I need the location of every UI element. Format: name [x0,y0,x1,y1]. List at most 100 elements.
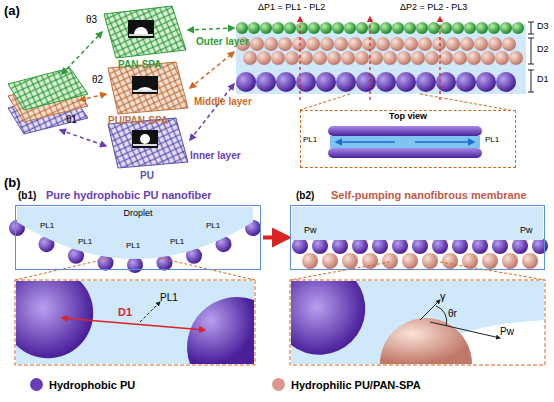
fiber-sphere [271,51,285,65]
fiber-sphere [272,22,284,34]
figure-label: (b) [4,176,21,190]
fiber-sphere [476,22,488,34]
fiber-sphere [472,238,488,254]
fiber-sphere [418,37,432,51]
fiber-sphere [522,253,538,269]
tension-arrow [420,300,440,320]
capillary-arrows [336,141,474,143]
fiber-sphere [402,253,418,269]
fiber-sphere [502,253,518,269]
fiber-sphere [376,72,396,92]
fiber-sphere [390,37,404,51]
figure-label: D3 [537,22,549,32]
fiber-sphere [356,72,376,92]
fiber-sphere [236,72,256,92]
figure-label: PL1 [206,222,220,231]
fiber-sphere [256,72,276,92]
fiber-sphere [332,22,344,34]
figure-label: PL1 [170,238,184,247]
fiber-sphere [440,22,452,34]
fiber-sphere [446,37,460,51]
fiber-sphere [404,22,416,34]
fiber-sphere [512,22,524,34]
zoom-leaders [15,258,545,280]
node-text: Droplet [16,209,260,219]
fiber-sphere [382,253,398,269]
node-text: Top view [301,112,515,122]
fiber-sphere [416,22,428,34]
fiber-sphere [492,238,508,254]
fiber-sphere [481,51,495,65]
fiber-sphere [332,238,348,254]
fiber-sphere [509,51,523,65]
fiber-sphere [296,22,308,34]
fiber-sphere [462,253,478,269]
fiber-sphere [352,238,368,254]
fiber-sphere [396,72,416,92]
legend-item: Hydrophobic PU [30,378,135,391]
panel-title: Self-pumping nanofibrous membrane [331,189,527,201]
transition-arrow [263,236,288,240]
fiber-sphere [313,51,327,65]
figure-label: D1 [118,306,132,318]
figure-label: PL1 [126,242,140,251]
fiber-sphere [476,72,496,92]
pressure-arrows [300,17,440,100]
zoom-box [290,280,545,365]
figure-label: (b2) [296,190,314,201]
fiber-sphere [355,51,369,65]
fiber-sphere [320,37,334,51]
pu-sphere [187,297,254,364]
fiber-sphere [292,37,306,51]
thickness-brackets [528,22,534,92]
legend-text: Hydrophilic PU/PAN-SPA [291,379,421,391]
fiber-sphere [439,51,453,65]
fiber-sphere [320,22,332,34]
topview-box: Top view [300,110,516,168]
fiber-sphere [488,37,502,51]
fiber-sphere [452,238,468,254]
figure-label: θ3 [86,14,97,25]
figure-label: PL1 [485,136,499,145]
figure-label: Middle layer [194,96,252,107]
water-channel [330,136,480,148]
fiber-sphere [248,22,260,34]
figure-label: ΔP2 = PL2 - PL3 [400,3,467,13]
figure-label: θr [448,308,457,319]
panel-box: Pure hydrophobic PU nanofiberDroplet [15,205,261,270]
fiber-sphere [316,72,336,92]
figure-label: Pw [520,226,533,236]
fiber-sphere [456,72,476,92]
fiber-sphere [428,22,440,34]
fiber-sphere [296,72,316,92]
figure-label: ΔP1 = PL1 - PL2 [258,3,325,13]
fiber-sphere [392,22,404,34]
fiber-sphere [302,253,318,269]
fiber-sphere [467,51,481,65]
figure-label: PAN-SPA [118,59,162,70]
fiber-sphere [342,253,358,269]
zoom-box [15,280,255,365]
fiber-sphere [380,22,392,34]
zoom-water [291,281,544,364]
fiber-sphere [334,37,348,51]
figure-label: D1 [537,75,549,85]
figure-label: PU/PAN-SPA [108,115,168,126]
mesh-tiles [104,6,188,168]
fiber-sphere [336,72,356,92]
droplet [292,207,543,240]
fiber-sphere [292,238,308,254]
fiber-sphere [392,238,408,254]
force-arrow [140,302,160,322]
fiber-sphere [383,51,397,65]
fiber-sphere [412,238,428,254]
fiber-sphere [308,22,320,34]
figure-label: θ2 [92,74,103,85]
fiber-sphere [496,72,516,92]
fiber-sphere [276,72,296,92]
figure-label: Inner layer [190,150,241,161]
fiber-sphere [284,22,296,34]
fiber-sphere [250,37,264,51]
fiber-sphere [341,51,355,65]
fiber-sphere [500,22,512,34]
